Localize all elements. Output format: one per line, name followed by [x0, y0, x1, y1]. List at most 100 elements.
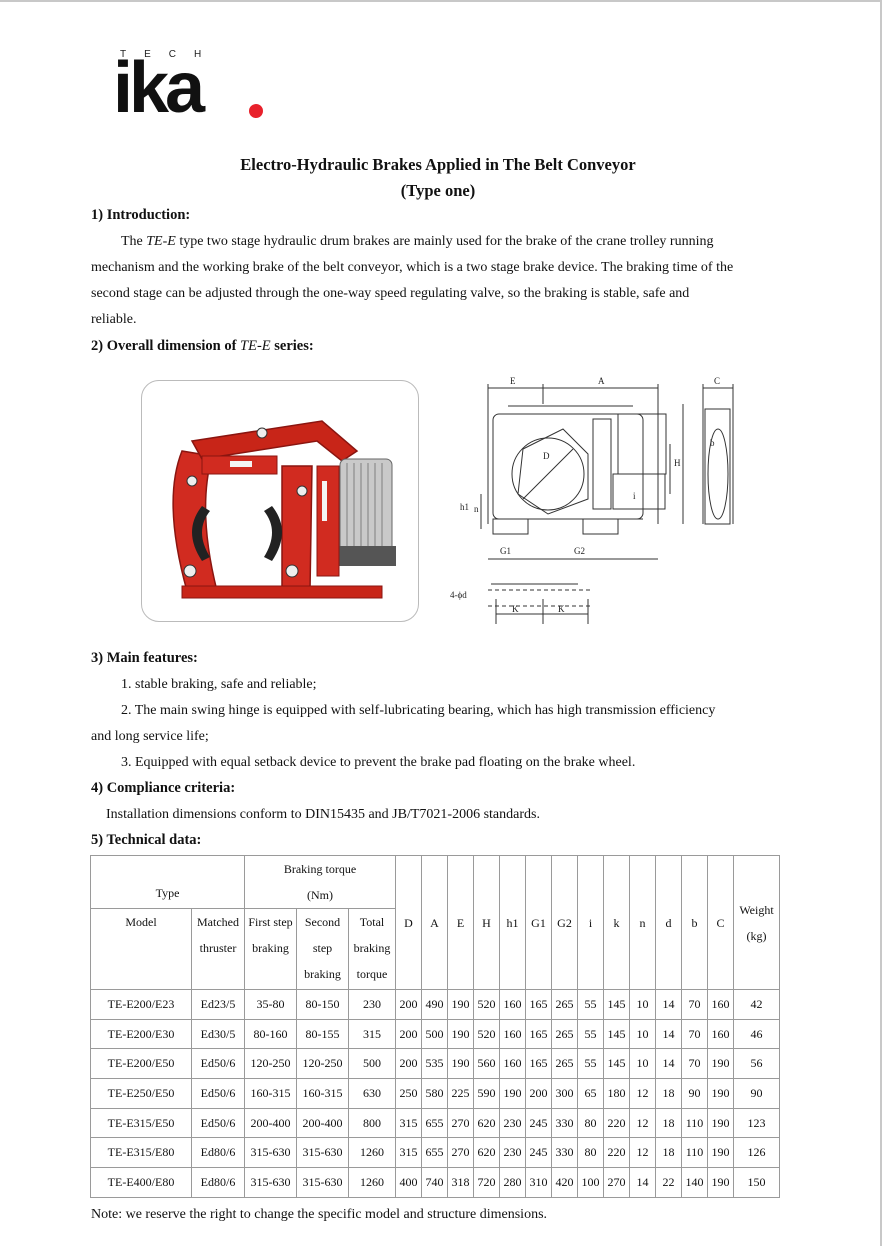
- header-line: braking: [304, 967, 341, 981]
- heading-text: 2) Overall dimension of: [91, 338, 241, 354]
- table-cell: 655: [421, 1137, 448, 1169]
- table-cell: 56: [733, 1048, 780, 1080]
- table-cell: 160: [707, 989, 734, 1020]
- table-cell: 330: [551, 1137, 578, 1169]
- document-title: Electro-Hydraulic Brakes Applied in The …: [240, 155, 636, 174]
- header-braking-torque: Braking torque (Nm): [244, 855, 396, 909]
- table-cell: 315: [395, 1137, 422, 1169]
- header-weight-text: Weight: [739, 902, 774, 917]
- table-cell: 800: [348, 1107, 396, 1139]
- header-weight: Weight (kg): [733, 855, 780, 990]
- table-cell: 318: [447, 1167, 474, 1198]
- table-cell: 315: [395, 1107, 422, 1139]
- table-cell: 160: [499, 989, 526, 1020]
- header-torque-unit: (Nm): [307, 888, 333, 902]
- table-cell: 265: [551, 1048, 578, 1080]
- table-cell: 190: [707, 1078, 734, 1109]
- table-cell: 220: [603, 1137, 630, 1169]
- header-line: First step: [248, 915, 293, 929]
- table-cell: 315-630: [244, 1167, 297, 1198]
- table-cell: Ed23/5: [191, 989, 245, 1020]
- document-subtitle: (Type one): [400, 181, 476, 200]
- table-cell: 145: [603, 1018, 630, 1050]
- table-cell: TE-E200/E30: [90, 1018, 192, 1050]
- table-cell: 200: [395, 1048, 422, 1080]
- disclaimer-note: Note: we reserve the right to change the…: [91, 1207, 548, 1222]
- drawing-label-g1: G1: [500, 546, 511, 556]
- header-a: A: [421, 855, 448, 990]
- dimension-drawing: E A C D H h1 n b i G1 G2 K K 4-ϕd: [450, 376, 734, 624]
- table-cell: 315-630: [296, 1167, 349, 1198]
- table-cell: 80: [577, 1107, 604, 1139]
- header-torque-line: Braking torque: [283, 862, 357, 876]
- drawing-label-n: n: [474, 504, 479, 514]
- intro-paragraph-line2: mechanism and the working brake of the b…: [91, 260, 734, 275]
- table-cell: 160: [707, 1018, 734, 1050]
- drawing-label-e: E: [510, 376, 516, 386]
- logo-wordmark: ika: [113, 48, 205, 128]
- header-d-small: d: [655, 855, 682, 990]
- table-cell: 90: [681, 1078, 708, 1109]
- table-cell: 18: [655, 1137, 682, 1169]
- table-cell: 190: [707, 1107, 734, 1139]
- table-cell: 80-155: [296, 1018, 349, 1050]
- table-cell: 270: [447, 1137, 474, 1169]
- table-cell: Ed80/6: [191, 1137, 245, 1169]
- table-cell: 70: [681, 1018, 708, 1050]
- table-cell: 220: [603, 1107, 630, 1139]
- page-border: [880, 0, 882, 1246]
- table-cell: 120-250: [244, 1048, 297, 1080]
- feature-item-continued: and long service life;: [91, 729, 209, 744]
- header-k: k: [603, 855, 630, 990]
- table-cell: 265: [551, 1018, 578, 1050]
- company-logo: TECH ika: [113, 46, 273, 126]
- header-line: braking: [353, 941, 391, 955]
- table-cell: 10: [629, 989, 656, 1020]
- table-cell: 160-315: [296, 1078, 349, 1109]
- compliance-heading: 4) Compliance criteria:: [91, 780, 236, 796]
- table-cell: 590: [473, 1078, 500, 1109]
- table-cell: 22: [655, 1167, 682, 1198]
- table-cell: 230: [499, 1137, 526, 1169]
- table-cell: 14: [655, 1018, 682, 1050]
- header-weight-unit: (kg): [746, 928, 767, 943]
- table-cell: 18: [655, 1078, 682, 1109]
- table-cell: 580: [421, 1078, 448, 1109]
- table-cell: 200: [395, 1018, 422, 1050]
- drawing-label-c: C: [714, 376, 720, 386]
- table-cell: 315-630: [244, 1137, 297, 1169]
- header-h1: h1: [499, 855, 526, 990]
- header-type-text: Type: [155, 886, 180, 900]
- logo-red-dot: [249, 104, 263, 118]
- header-type: Type: [90, 855, 245, 909]
- table-cell: 70: [681, 1048, 708, 1080]
- table-cell: 490: [421, 989, 448, 1020]
- intro-text: The: [121, 234, 147, 249]
- table-cell: 12: [629, 1078, 656, 1109]
- dimension-heading: 2) Overall dimension of TE-E series:: [91, 338, 314, 355]
- table-cell: Ed50/6: [191, 1107, 245, 1139]
- table-cell: 190: [707, 1137, 734, 1169]
- table-cell: 200-400: [296, 1107, 349, 1139]
- intro-paragraph-line4: reliable.: [91, 312, 137, 327]
- table-cell: 330: [551, 1107, 578, 1139]
- table-cell: 230: [499, 1107, 526, 1139]
- table-cell: 620: [473, 1137, 500, 1169]
- features-heading: 3) Main features:: [91, 650, 198, 666]
- table-cell: 14: [629, 1167, 656, 1198]
- compliance-text: Installation dimensions conform to DIN15…: [106, 807, 540, 822]
- table-cell: 245: [525, 1107, 552, 1139]
- header-line: torque: [356, 967, 388, 981]
- table-cell: 740: [421, 1167, 448, 1198]
- table-cell: 190: [707, 1048, 734, 1080]
- table-cell: 110: [681, 1107, 708, 1139]
- table-cell: 1260: [348, 1167, 396, 1198]
- header-g1: G1: [525, 855, 552, 990]
- table-cell: 225: [447, 1078, 474, 1109]
- table-cell: 55: [577, 989, 604, 1020]
